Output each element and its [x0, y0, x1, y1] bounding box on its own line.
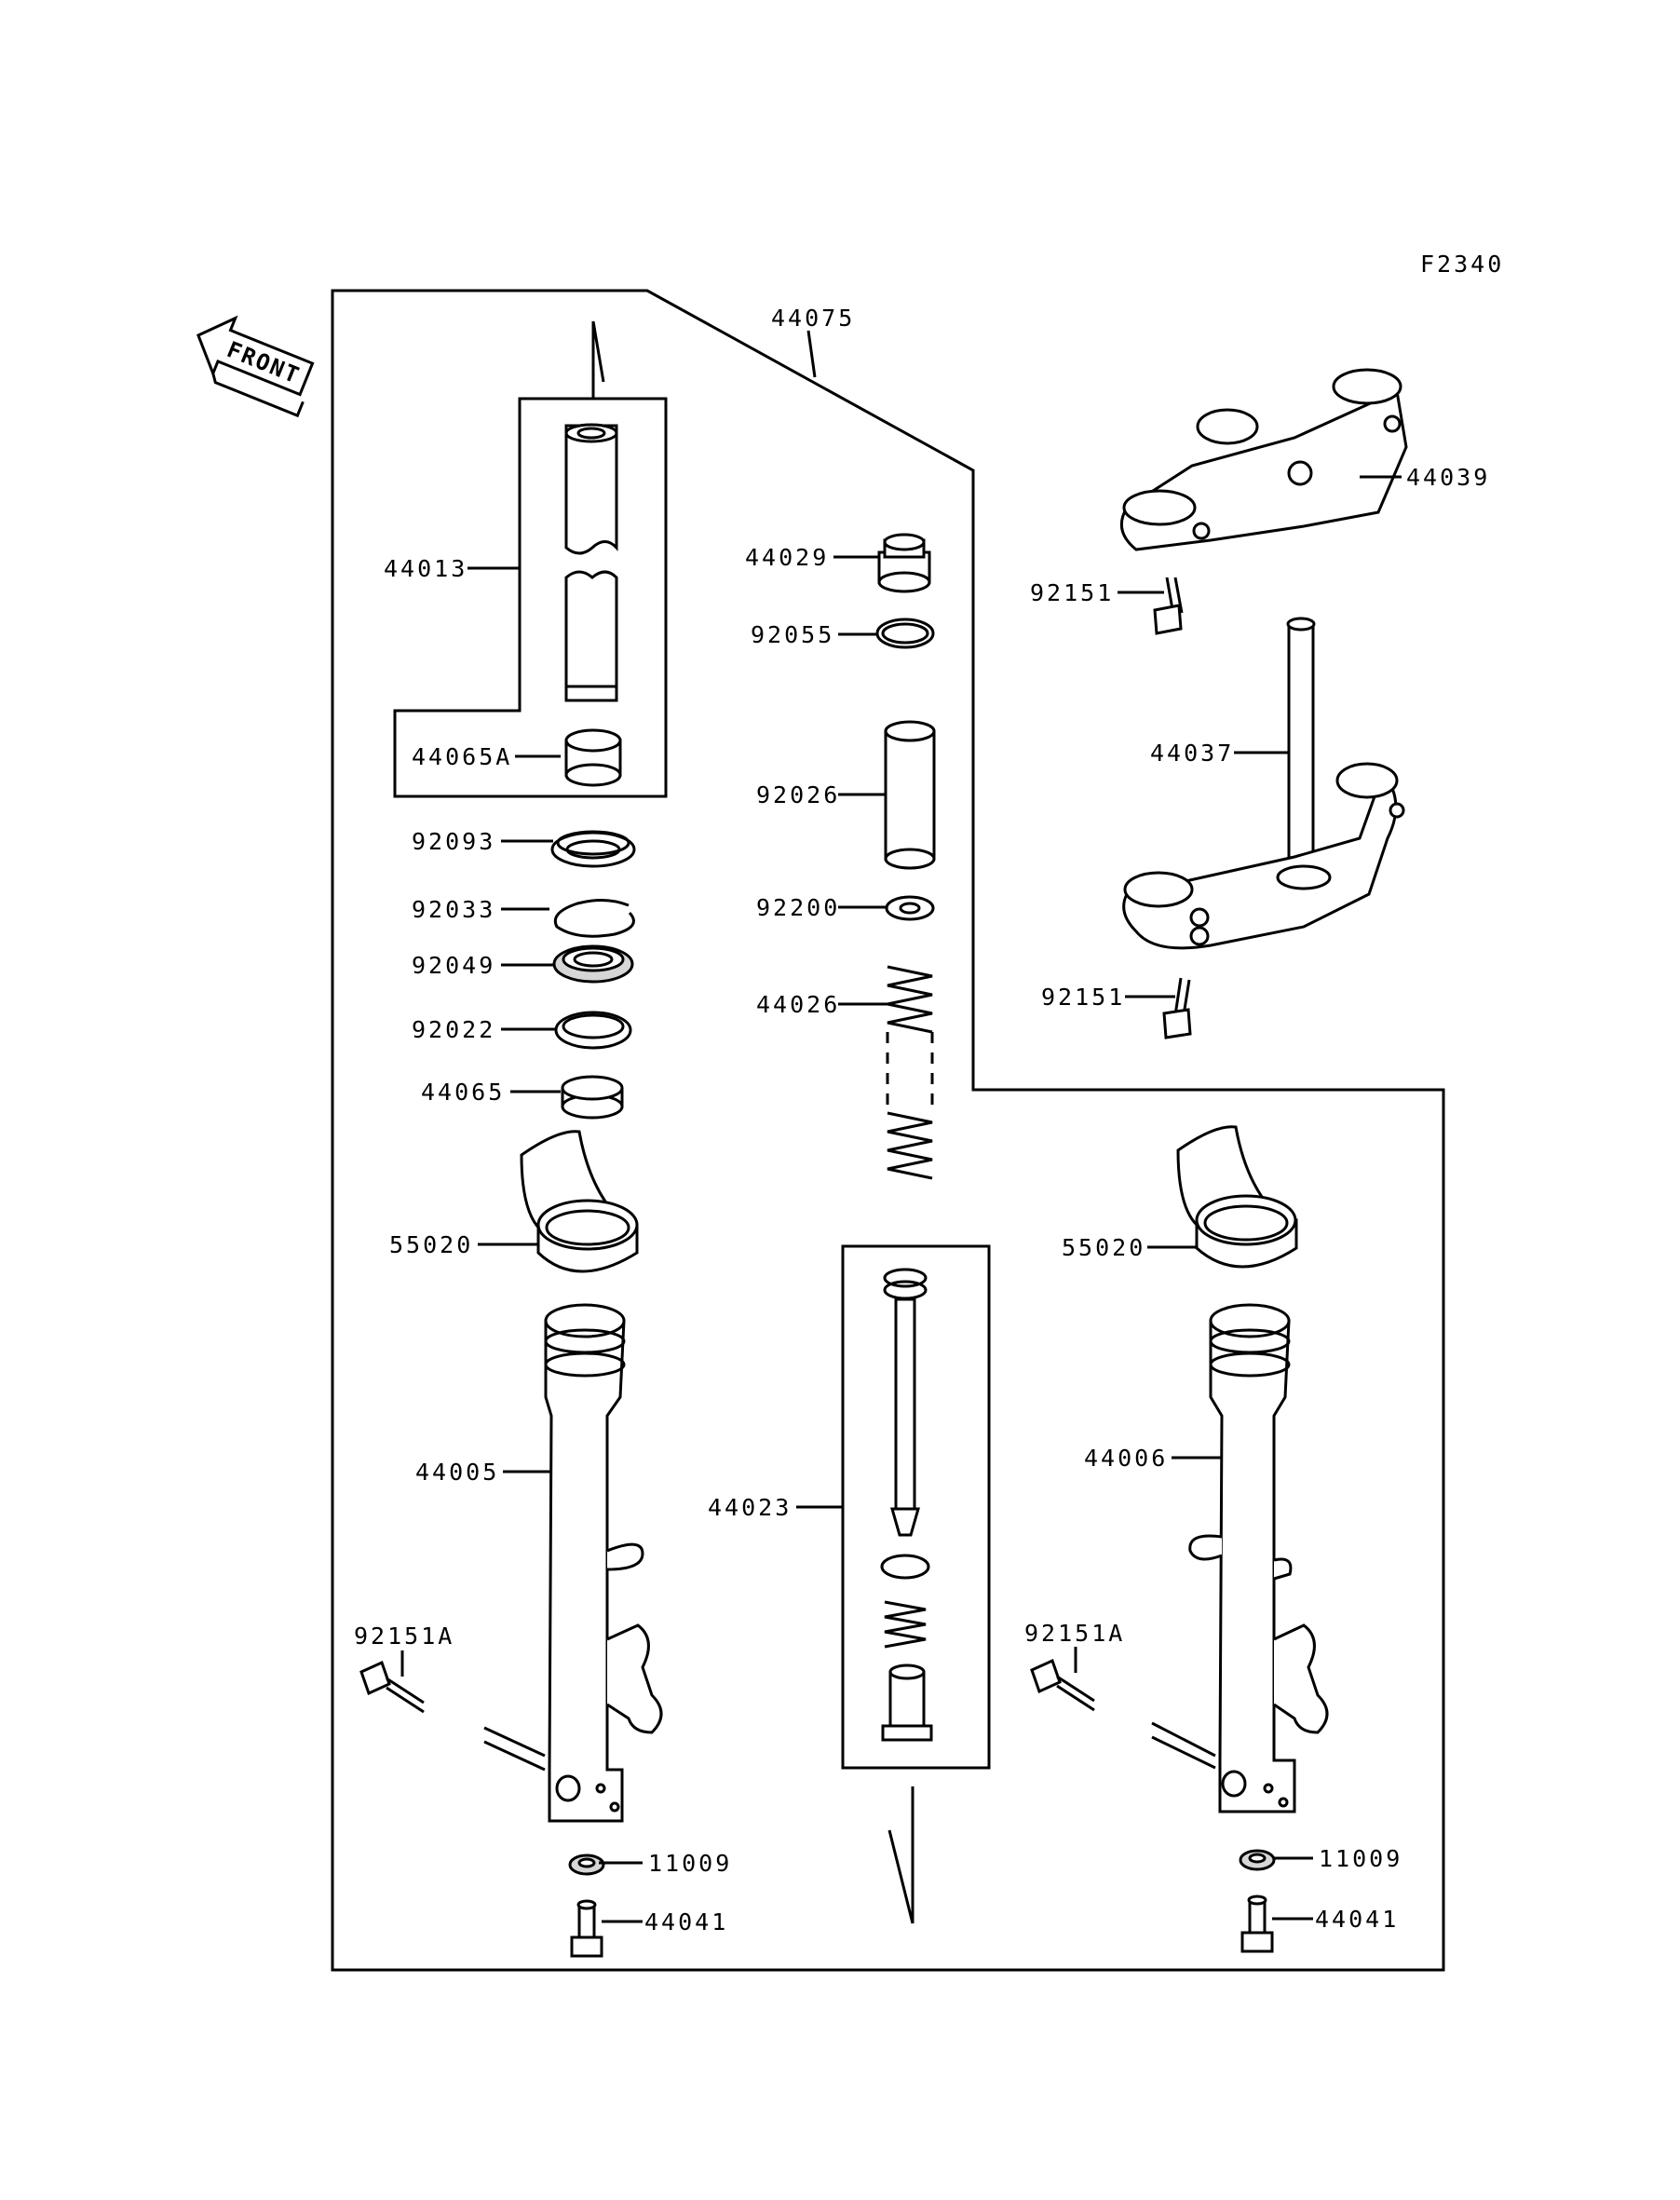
- part-55020-left: [520, 1130, 639, 1273]
- figure-code: F2340: [1420, 251, 1504, 278]
- connector-44013: [591, 320, 605, 399]
- label-44013: 44013: [384, 555, 467, 582]
- part-44013: [564, 423, 618, 702]
- part-44005: [483, 1303, 663, 1823]
- part-92049: [552, 944, 634, 984]
- part-44029: [877, 533, 931, 593]
- part-44023: [880, 1268, 933, 1742]
- label-44039: 44039: [1406, 464, 1490, 491]
- cartridge-subbox: [393, 397, 668, 798]
- label-44006: 44006: [1084, 1445, 1168, 1472]
- label-92049: 92049: [412, 952, 495, 979]
- part-92033: [553, 899, 635, 938]
- part-92093: [550, 830, 636, 868]
- label-11009-right: 11009: [1319, 1845, 1402, 1872]
- part-44026: [886, 965, 934, 1180]
- part-92151-bottom: [1162, 977, 1192, 1039]
- label-55020-right: 55020: [1062, 1234, 1145, 1261]
- label-92151-bottom: 92151: [1041, 984, 1125, 1011]
- part-44065A: [564, 728, 622, 787]
- label-44029: 44029: [745, 544, 829, 571]
- label-92093: 92093: [412, 828, 495, 855]
- label-92151-top: 92151: [1030, 579, 1114, 606]
- label-44023: 44023: [708, 1494, 792, 1521]
- part-44041-left: [570, 1899, 603, 1958]
- part-44065: [561, 1075, 624, 1120]
- connector-44023: [887, 1786, 915, 1924]
- label-55020-left: 55020: [389, 1231, 473, 1258]
- part-44037: [1122, 617, 1405, 950]
- part-92022: [554, 1011, 632, 1050]
- label-92151A-left: 92151A: [354, 1623, 454, 1650]
- part-92151-top: [1153, 577, 1184, 635]
- label-44037: 44037: [1150, 740, 1234, 767]
- label-92022: 92022: [412, 1016, 495, 1043]
- leader-lines: [400, 330, 1402, 1923]
- part-92055: [875, 618, 935, 649]
- label-44041-right: 44041: [1315, 1906, 1399, 1933]
- label-92200: 92200: [756, 894, 840, 921]
- label-92055: 92055: [751, 621, 834, 648]
- label-92033: 92033: [412, 896, 495, 923]
- label-44075: 44075: [771, 305, 855, 332]
- label-44005: 44005: [415, 1459, 499, 1486]
- label-44065A: 44065A: [412, 743, 512, 770]
- part-92151A-left: [359, 1660, 425, 1714]
- part-11009-right: [1239, 1849, 1276, 1871]
- part-92151A-right: [1030, 1658, 1095, 1712]
- label-44026: 44026: [756, 991, 840, 1018]
- label-11009-left: 11009: [648, 1850, 732, 1877]
- part-44039: [1119, 368, 1408, 551]
- part-44006: [1151, 1303, 1329, 1813]
- part-55020-right: [1176, 1125, 1298, 1269]
- label-44041-left: 44041: [644, 1908, 728, 1935]
- part-92200: [885, 895, 935, 921]
- part-11009-left: [568, 1854, 605, 1876]
- label-92151A-right: 92151A: [1024, 1620, 1125, 1647]
- assembly-boundary: [331, 289, 1445, 1972]
- front-arrow-icon: FRONT: [196, 315, 315, 418]
- part-44041-right: [1240, 1894, 1274, 1953]
- part-92026: [884, 720, 936, 870]
- label-44065: 44065: [421, 1079, 505, 1106]
- label-92026: 92026: [756, 781, 840, 808]
